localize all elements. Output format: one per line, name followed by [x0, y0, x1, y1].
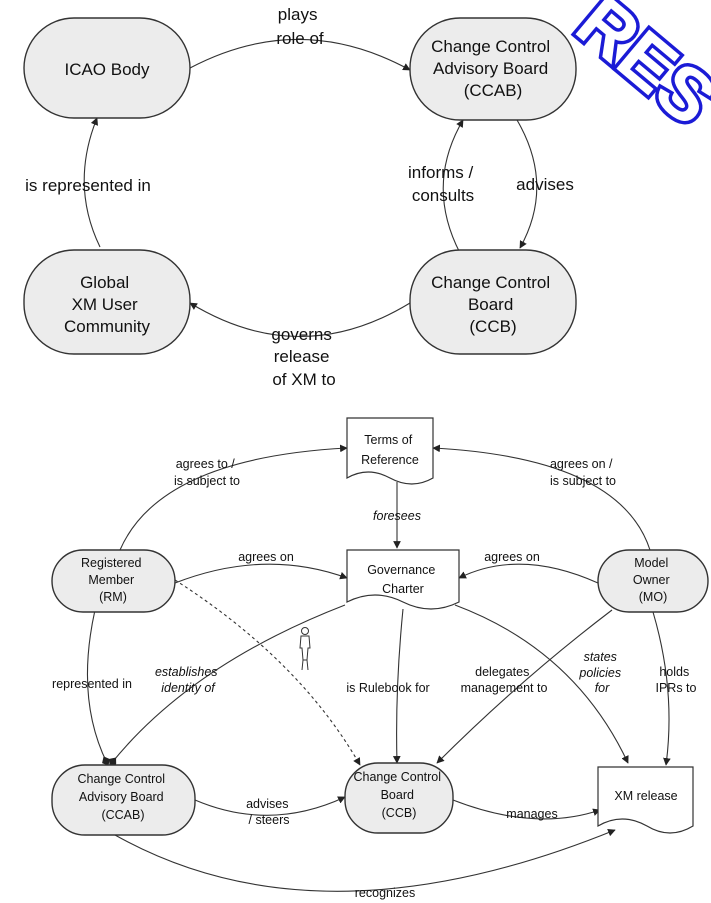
rulebook-label: is Rulebook for [346, 681, 429, 695]
xm-release-label: XM release [614, 789, 677, 803]
edge-rm-ccab [86, 609, 110, 766]
edge-mo-charter [458, 563, 599, 584]
top-diagram: ICAO Body Change Control Advisory Board … [23, 5, 577, 389]
actor-icon [299, 627, 311, 671]
edge-recognizes [114, 829, 616, 892]
bottom-ccb-node [344, 762, 454, 834]
bottom-ccb-label: Change Control Board (CCB) [353, 770, 444, 820]
edge-states-policies [454, 604, 629, 764]
governance-charter-label: Governance Charter [367, 563, 439, 596]
edge-mo-terms [432, 444, 651, 551]
edge-delegates [436, 609, 613, 764]
edge-rulebook [392, 608, 404, 764]
foresees-label: foresees [373, 509, 421, 523]
top-ccab-node [409, 17, 577, 121]
mo-terms-label: agrees on / is subject to [550, 457, 616, 488]
edge-holds-iprs [652, 611, 671, 766]
top-ccb-node [409, 249, 577, 355]
terms-of-reference-node [346, 417, 434, 485]
rm-terms-label: agrees to / is subject to [174, 457, 240, 488]
advises-steers-label: advises / steers [246, 797, 292, 827]
rm-ccab-label: represented in [52, 677, 132, 691]
top-ccab-label: Change Control Advisory Board (CCAB) [431, 37, 555, 100]
edge-rm-ccb-dotted [174, 579, 361, 766]
icao-body-label: ICAO Body [64, 60, 150, 79]
top-ccb-label: Change Control Board (CCB) [431, 273, 555, 336]
watermark-text: RES [561, 0, 711, 141]
rm-charter-label: agrees on [238, 550, 294, 564]
informs-consults-label: informs / consults [408, 163, 478, 205]
icao-body-node [23, 17, 191, 119]
edge-establishes-identity [109, 604, 346, 766]
registered-member-label: Registered Member (RM) [81, 556, 145, 604]
manages-label: manages [506, 807, 557, 821]
recognizes-label: recognizes [355, 886, 415, 900]
edge-rm-charter [174, 563, 348, 584]
states-policies-label: states policies for [578, 650, 624, 695]
governance-charter-node [346, 549, 460, 610]
edge-advises [516, 119, 538, 249]
xm-release-node [597, 766, 694, 834]
governs-release-label: governs release of XM to [271, 325, 336, 389]
edge-informs-consults [442, 119, 464, 254]
bottom-diagram: Terms of Reference Governance Charter Re… [51, 417, 709, 900]
registered-member-node [51, 549, 176, 613]
edge-manages [452, 799, 601, 820]
edge-plays-role-of [189, 38, 411, 71]
mo-charter-label: agrees on [484, 550, 540, 564]
model-owner-label: Model Owner (MO) [633, 556, 673, 604]
global-community-label: Global XM User Community [64, 273, 150, 336]
is-represented-label: is represented in [25, 176, 151, 195]
advises-label: advises [516, 175, 574, 194]
edge-rm-terms [119, 444, 348, 551]
model-owner-node [597, 549, 709, 613]
terms-of-reference-label: Terms of Reference [361, 433, 419, 467]
global-xm-user-community-node [23, 249, 191, 355]
edge-governs-release [189, 302, 411, 338]
edge-is-represented-in [83, 117, 101, 248]
holds-iprs-label: holds IPRs to [656, 665, 697, 695]
plays-role-label: plays role of [276, 5, 324, 48]
bottom-ccab-label: Change Control Advisory Board (CCAB) [77, 772, 168, 822]
edge-advises-steers [194, 796, 346, 816]
establishes-identity-label: establishes identity of [155, 665, 221, 695]
delegates-label: delegates management to [461, 665, 548, 695]
watermark: RES [558, 0, 711, 145]
bottom-ccab-node [51, 764, 196, 836]
